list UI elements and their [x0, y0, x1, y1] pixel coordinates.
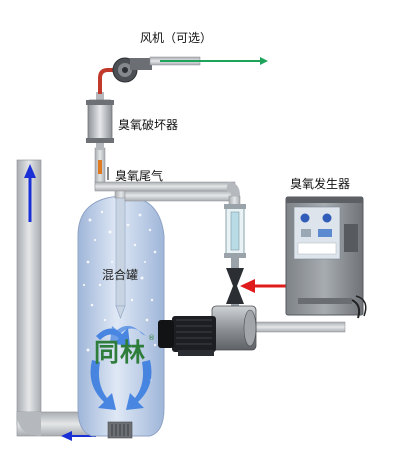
ozone-injection-arrow [240, 279, 286, 293]
pump-motor-icon [158, 305, 346, 356]
tank-label: 混合罐 [102, 268, 139, 282]
destructor-label: 臭氧破坏器 [118, 118, 179, 132]
generator-label: 臭氧发生器 [290, 177, 351, 191]
swirl-arrows-icon [90, 325, 152, 410]
fan-label: 风机（可选） [140, 31, 213, 45]
brand-registered-mark: ® [148, 334, 155, 342]
flowmeter-icon [224, 204, 246, 258]
fan-icon [98, 56, 268, 94]
brand-logo-text: 同林 [94, 338, 147, 367]
ozone-destructor [86, 92, 114, 150]
tail-gas-label: 臭氧尾气 [115, 169, 164, 183]
mixing-tank [77, 195, 165, 439]
flow-up-arrow [24, 164, 36, 222]
ozone-generator [285, 196, 367, 319]
